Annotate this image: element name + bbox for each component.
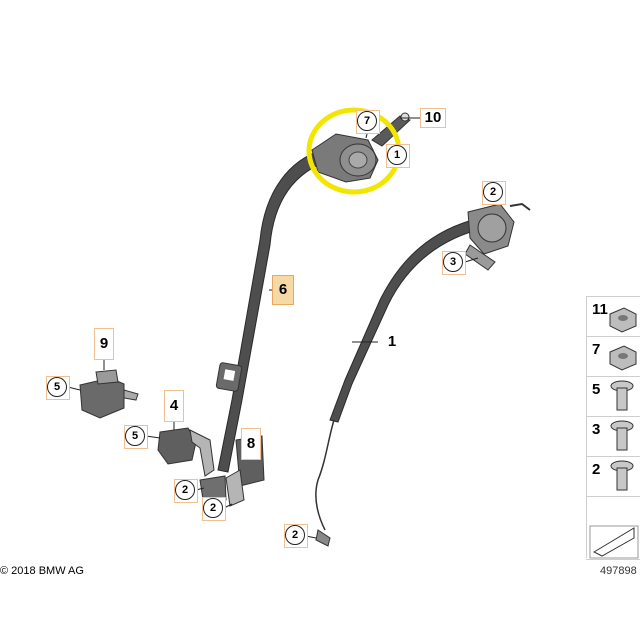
legend-num: 3	[592, 421, 601, 438]
legend-row-5: 5	[586, 376, 640, 415]
callout-5a: 5	[47, 377, 67, 397]
callout-8: 8	[241, 428, 261, 460]
callout-6: 6	[272, 275, 294, 305]
callout-2-right: 2	[483, 182, 503, 202]
buckle-9	[79, 369, 139, 419]
legend-num: 7	[592, 341, 601, 358]
callout-1: 1	[387, 333, 397, 350]
legend-num: 11	[592, 301, 608, 318]
callout-2b: 2	[203, 498, 223, 518]
retractor-7	[311, 133, 379, 183]
callout-10: 10	[420, 108, 446, 128]
legend-bottom-border	[586, 496, 640, 560]
callout-2c: 2	[285, 525, 305, 545]
callout-3: 3	[443, 252, 463, 272]
legend-row-11: 11	[586, 296, 640, 335]
callout-1-top: 1	[387, 145, 407, 165]
legend-row-2: 2	[586, 456, 640, 495]
legend-row-7: 7	[586, 336, 640, 375]
callout-7: 7	[357, 111, 377, 131]
callout-9: 9	[94, 328, 114, 360]
legend-num: 5	[592, 381, 601, 398]
belt-webbing-6	[217, 149, 331, 473]
callout-5b: 5	[125, 426, 145, 446]
retractor-right	[464, 202, 531, 271]
callout-2a: 2	[175, 480, 195, 500]
callout-4: 4	[164, 390, 184, 422]
arrow-symbol-icon	[592, 527, 635, 557]
buckle-4	[157, 427, 215, 477]
doc-number: 497898	[600, 565, 637, 577]
legend-icons	[589, 307, 639, 559]
legend-row-3: 3	[586, 416, 640, 455]
copyright: © 2018 BMW AG	[0, 565, 84, 577]
legend-num: 2	[592, 461, 601, 478]
belt-webbing-1	[329, 217, 485, 423]
anchor-cable	[315, 419, 335, 531]
